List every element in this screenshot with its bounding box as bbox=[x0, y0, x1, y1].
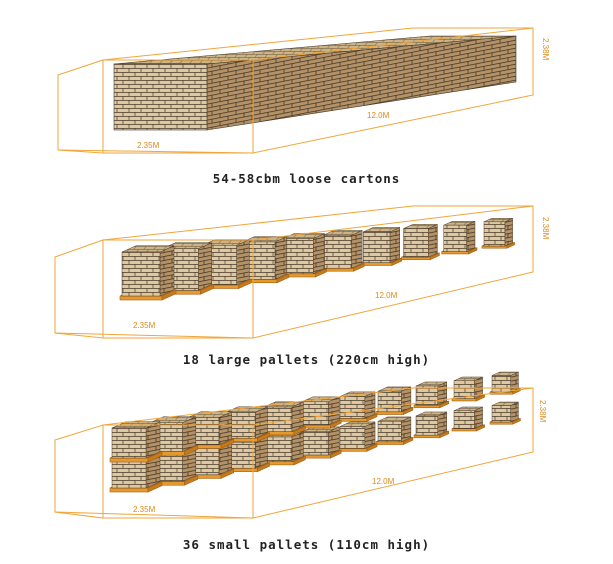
pallet bbox=[119, 245, 177, 301]
dim-width-label: 2.35M bbox=[133, 321, 156, 330]
pallet bbox=[375, 386, 414, 416]
container-outline bbox=[57, 27, 534, 154]
container-outline bbox=[54, 205, 534, 339]
dim-height-label: 2.38M bbox=[541, 217, 550, 240]
pallet bbox=[481, 217, 515, 249]
pallet bbox=[451, 376, 485, 402]
pallet bbox=[413, 411, 450, 439]
dim-width-label: 2.35M bbox=[137, 141, 160, 150]
caption-small-pallets: 36 small pallets (110cm high) bbox=[182, 537, 431, 552]
pallet bbox=[489, 401, 521, 425]
carton-block-front bbox=[113, 63, 208, 131]
panel-large-pallets: 2.35M 12.0M 2.38M bbox=[54, 205, 550, 339]
pallet bbox=[320, 230, 365, 272]
pallet bbox=[451, 406, 485, 432]
dim-height-label: 2.38M bbox=[538, 400, 547, 423]
large-pallet-row bbox=[119, 217, 515, 301]
caption-large-pallets: 18 large pallets (220cm high) bbox=[182, 352, 431, 367]
pallet bbox=[261, 401, 306, 436]
container-outline bbox=[54, 387, 534, 519]
pallet bbox=[109, 421, 163, 463]
pallet bbox=[280, 233, 327, 278]
panel-small-pallets: 2.35M 12.0M 2.38M bbox=[54, 371, 547, 519]
pallet bbox=[299, 396, 342, 429]
pallet bbox=[361, 227, 403, 266]
caption-loose-cartons: 54-58cbm loose cartons bbox=[212, 171, 401, 186]
pallet bbox=[200, 239, 252, 289]
pallet bbox=[299, 426, 342, 459]
loose-carton-block bbox=[113, 35, 517, 131]
dim-height-label: 2.38M bbox=[541, 38, 550, 61]
pallet bbox=[401, 224, 440, 261]
small-pallet-rows bbox=[109, 371, 521, 493]
pallet bbox=[337, 421, 378, 452]
dim-width-label: 2.35M bbox=[133, 505, 156, 514]
pallet bbox=[413, 381, 450, 409]
pallet bbox=[375, 416, 414, 446]
pallet bbox=[441, 220, 478, 255]
dim-length-label: 12.0M bbox=[375, 291, 398, 300]
pallet bbox=[489, 371, 521, 395]
dim-length-label: 12.0M bbox=[367, 111, 390, 120]
dim-length-label: 12.0M bbox=[372, 477, 395, 486]
pallet bbox=[337, 391, 378, 422]
panel-loose-cartons: 2.35M 12.0M 2.38M bbox=[57, 27, 550, 154]
